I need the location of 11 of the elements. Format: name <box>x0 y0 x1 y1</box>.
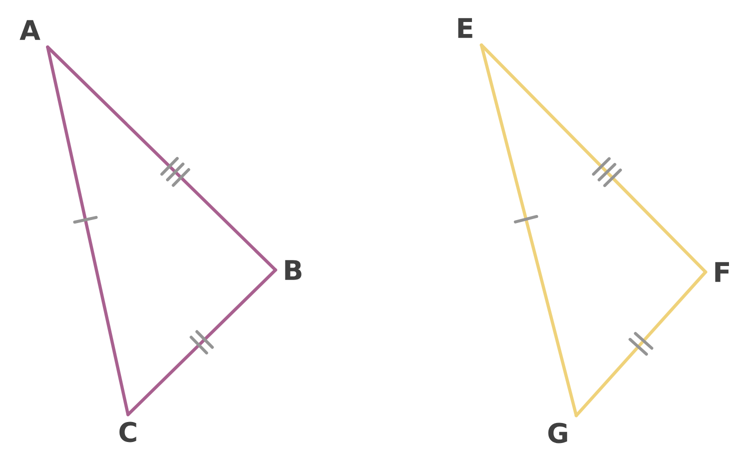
triangle-side <box>480 43 578 418</box>
triangle-side <box>46 45 278 272</box>
triangle-side <box>126 268 278 416</box>
vertex-label: A <box>20 20 40 40</box>
triangle-side <box>574 270 708 418</box>
vertex-label: G <box>548 422 568 444</box>
vertex-label: B <box>285 260 302 280</box>
vertex-label: C <box>119 422 136 442</box>
vertex-label: F <box>715 262 729 282</box>
vertex-label: E <box>458 18 472 38</box>
triangle-side <box>46 45 130 416</box>
